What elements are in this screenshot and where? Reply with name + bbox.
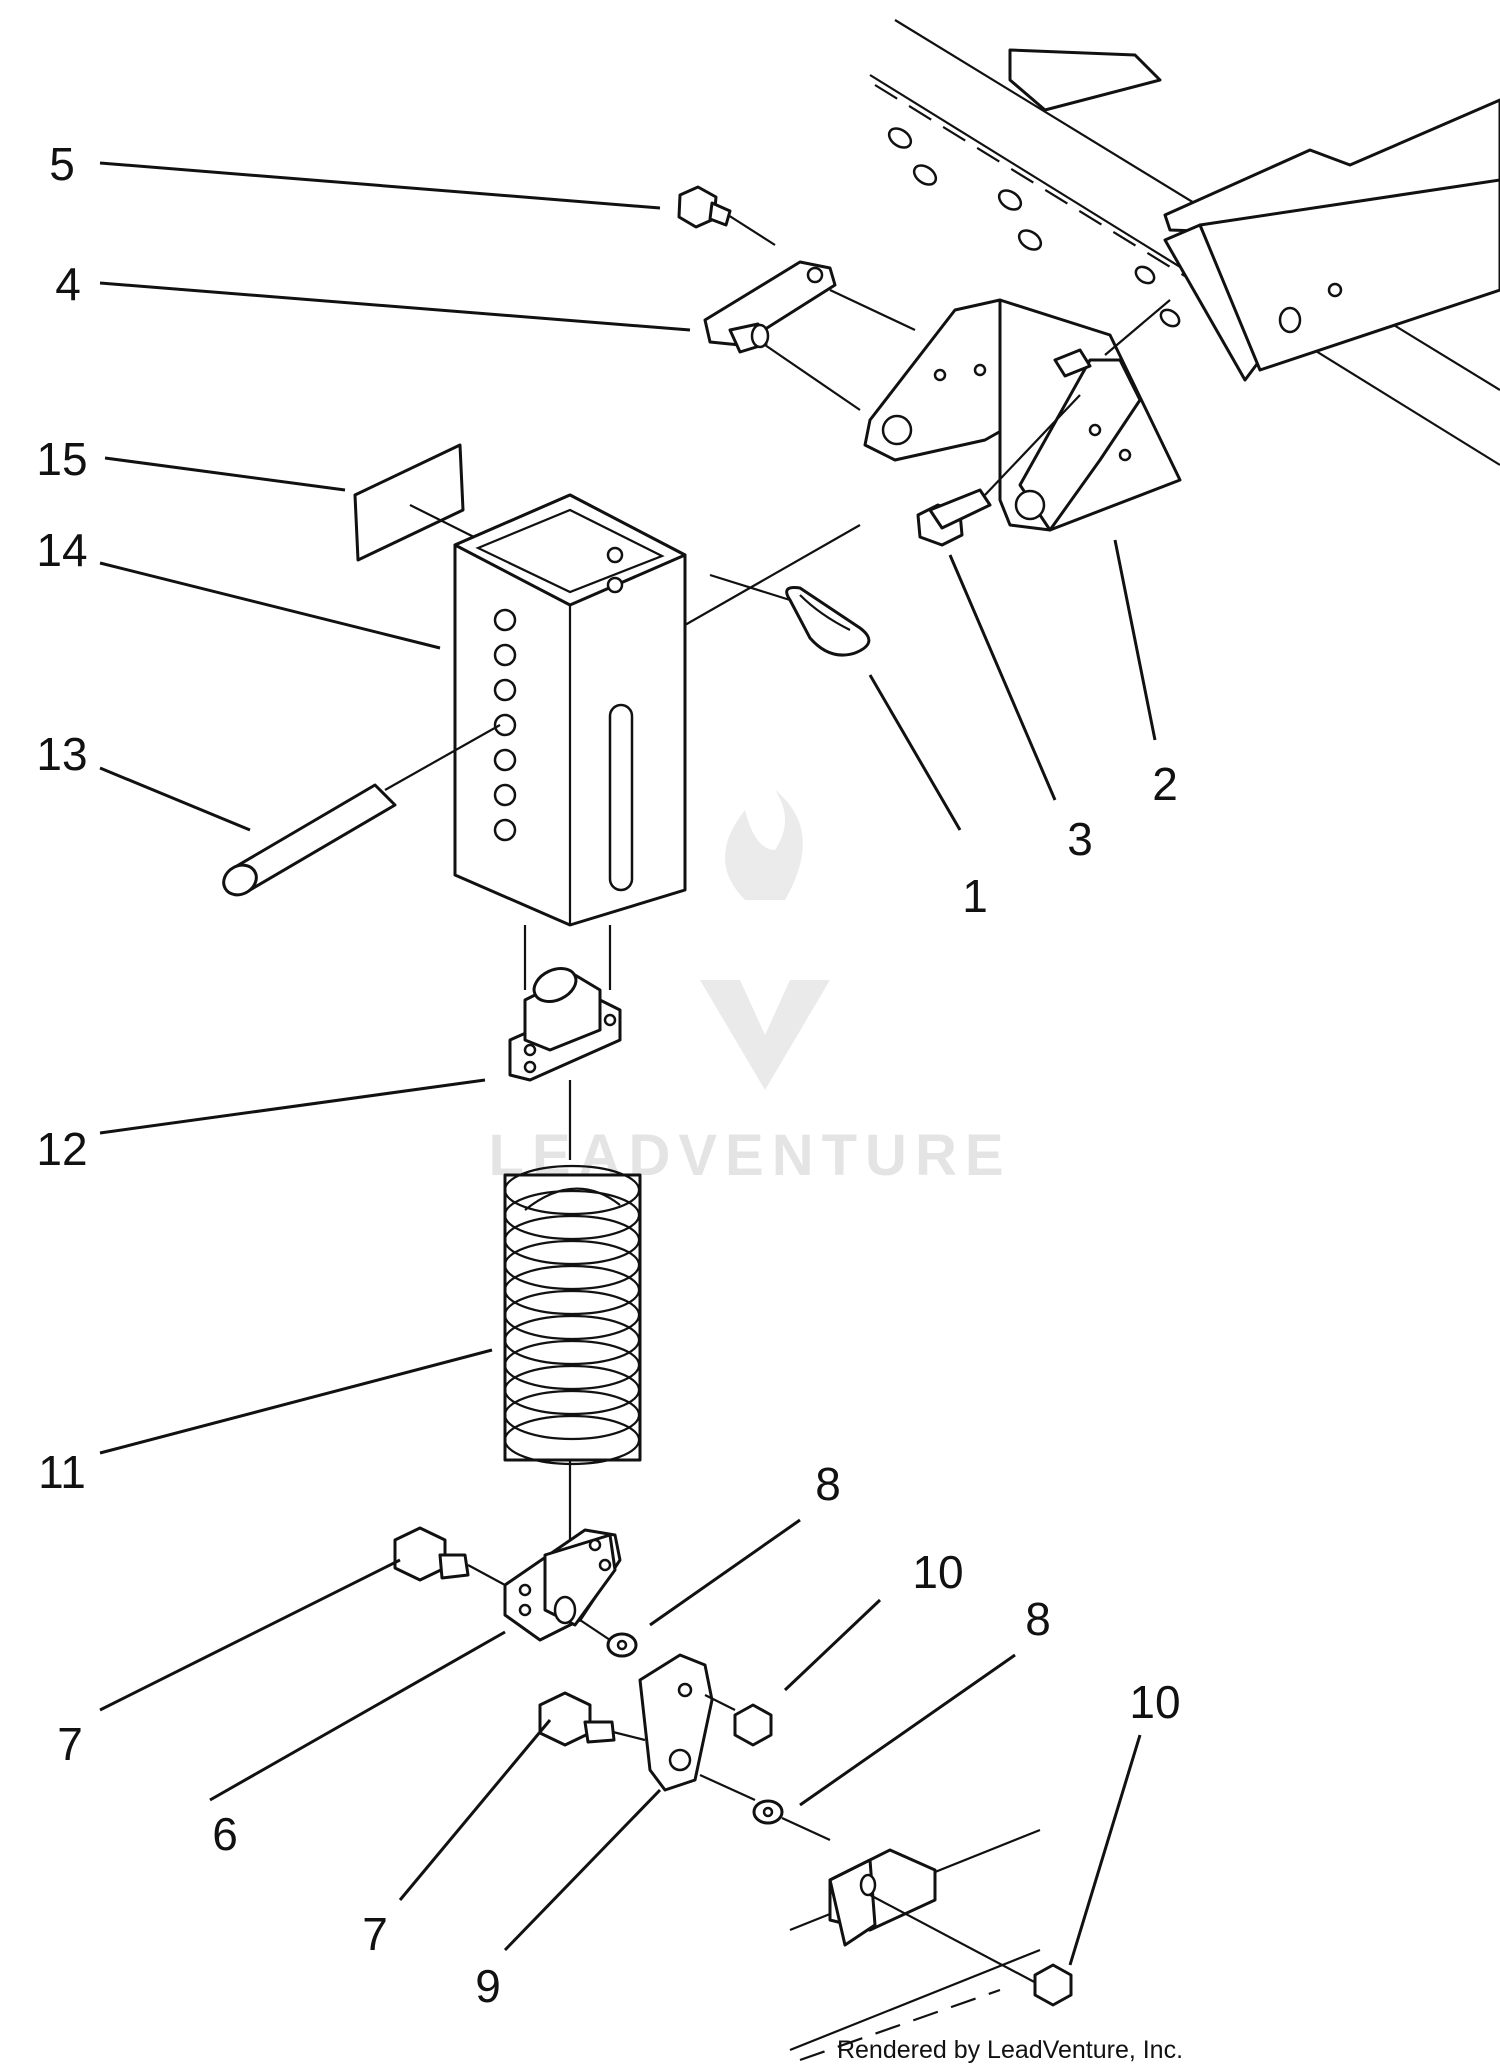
callout-10-upper: 10 [912,1546,963,1598]
callout-11: 11 [38,1446,86,1498]
part-7-bolt-lower [538,1691,646,1747]
callout-12: 12 [36,1123,87,1175]
callout-7-upper: 7 [57,1718,83,1770]
part-10-nut-lower [1033,1963,1073,2007]
part-8-washer-upper [579,1619,638,1658]
chevron-logo-icon [700,980,830,1090]
callout-2: 2 [1152,758,1178,810]
callout-15: 15 [36,433,87,485]
part-13-pin [222,724,501,897]
part-9-link-plate [638,1653,756,1802]
part-5-bolt [677,185,776,246]
callout-10-lower: 10 [1129,1676,1180,1728]
callout-6: 6 [212,1808,238,1860]
part-8-washer-lower [752,1799,831,1841]
part-3-bolt [916,299,1171,547]
part-6-lower-bracket [503,1528,622,1642]
part-7-bolt-upper [393,1526,506,1586]
deck-bracket [789,1828,1041,2062]
callout-labels: 1 2 3 4 5 6 7 7 8 8 9 10 10 11 12 13 14 … [36,138,1180,2012]
callout-9: 9 [475,1960,501,2012]
part-4-pivot-plate [703,260,916,411]
part-15-decal [353,443,481,562]
flame-icon [725,790,803,900]
callout-7-lower: 7 [362,1908,388,1960]
part-12-upper-bracket [508,967,622,1160]
callout-14: 14 [36,524,87,576]
part-11-spring [503,1164,642,1540]
callout-8-upper: 8 [815,1458,841,1510]
part-2-bracket [863,298,1182,532]
callout-8-lower: 8 [1025,1593,1051,1645]
leader-lines [99,161,1157,1966]
callout-4: 4 [55,258,81,310]
frame-rail [869,19,1500,466]
part-1-hairpin-clip [709,573,871,657]
callout-1: 1 [962,870,988,922]
callout-13: 13 [36,728,87,780]
credit-text: Rendered by LeadVenture, Inc. [837,2036,1183,2064]
callout-3: 3 [1067,813,1093,865]
part-14-height-tube [453,493,861,990]
callout-5: 5 [49,138,75,190]
watermark: LEADVENTURE [488,790,1004,1188]
part-10-nut-upper [733,1703,773,1747]
